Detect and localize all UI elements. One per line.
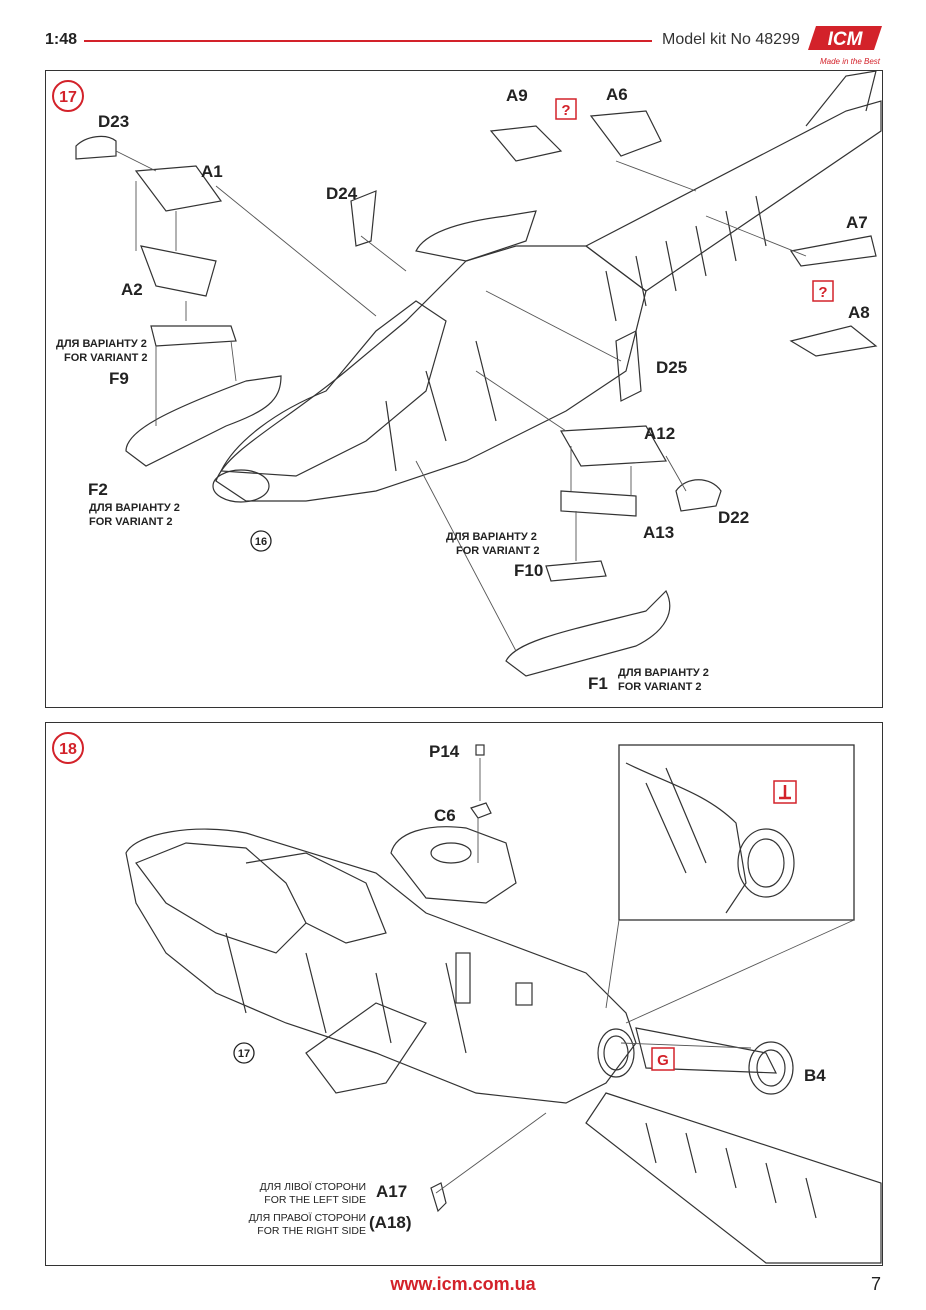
step-number: 17 bbox=[59, 89, 77, 106]
label-A13: A13 bbox=[643, 523, 674, 542]
right-side-ua: ДЛЯ ПРАВОЇ СТОРОНИ bbox=[249, 1212, 366, 1224]
engine-cowl bbox=[415, 210, 537, 262]
part-F2 bbox=[125, 375, 282, 467]
step-17-panel: 17 16 ? ? D23 A1 D24 A2 F9 F2 A9 A6 A7 A… bbox=[45, 70, 883, 708]
label-B4: B4 bbox=[804, 1066, 826, 1085]
fuselage-outline bbox=[125, 828, 637, 1104]
label-A2: A2 bbox=[121, 280, 143, 299]
part-P14 bbox=[475, 744, 485, 756]
ref-circle-text: 16 bbox=[255, 536, 267, 548]
label-A17: A17 bbox=[376, 1182, 407, 1201]
step-18-illustration: 18 17 G P14 C6 B4 A17 (A18) ДЛЯ ЛІВОЇ СТ… bbox=[52, 732, 882, 1264]
header-rule bbox=[84, 40, 652, 42]
part-A2 bbox=[140, 245, 217, 297]
page-number: 7 bbox=[871, 1274, 882, 1294]
label-P14: P14 bbox=[429, 742, 460, 761]
tail-boom bbox=[584, 100, 882, 292]
nose-cone bbox=[212, 469, 270, 503]
variant-note-ua: ДЛЯ ВАРІАНТУ 2 bbox=[446, 531, 537, 543]
part-D24 bbox=[350, 190, 377, 247]
cockpit-canopy bbox=[220, 300, 447, 477]
part-F10 bbox=[545, 560, 607, 582]
kit-number: Model kit No 48299 bbox=[662, 31, 800, 48]
paint-code-box bbox=[651, 1047, 675, 1071]
scale-label: 1:48 bbox=[45, 31, 78, 48]
stub-wing bbox=[305, 1002, 427, 1094]
paint-code: G bbox=[657, 1052, 669, 1069]
part-D22 bbox=[675, 479, 722, 512]
ref-circle bbox=[233, 1042, 255, 1064]
step-number-badge bbox=[52, 80, 84, 112]
label-C6: C6 bbox=[434, 806, 456, 825]
part-D25 bbox=[615, 330, 642, 402]
label-D25: D25 bbox=[656, 358, 687, 377]
label-A7: A7 bbox=[846, 213, 868, 232]
label-F10: F10 bbox=[514, 561, 543, 580]
ref-circle bbox=[250, 530, 272, 552]
part-A9 bbox=[489, 125, 563, 162]
variant-note-en: FOR VARIANT 2 bbox=[89, 516, 173, 528]
ref-circle-text: 17 bbox=[238, 1048, 250, 1060]
tail-fin bbox=[805, 71, 877, 127]
part-D23 bbox=[75, 135, 117, 160]
part-A17 bbox=[430, 1182, 447, 1213]
exhaust-ring bbox=[597, 1028, 635, 1078]
label-F1: F1 bbox=[588, 674, 608, 693]
step-number: 18 bbox=[59, 741, 77, 758]
vent-grille bbox=[455, 952, 471, 1004]
part-A7 bbox=[789, 235, 877, 267]
tail-boom bbox=[585, 1092, 882, 1264]
part-A13 bbox=[560, 490, 637, 517]
engine-cowl bbox=[390, 826, 517, 904]
label-F2: F2 bbox=[88, 480, 108, 499]
label-A9: A9 bbox=[506, 86, 528, 105]
label-A8: A8 bbox=[848, 303, 870, 322]
engine-intake bbox=[430, 842, 472, 864]
label-A6: A6 bbox=[606, 85, 628, 104]
part-A6 bbox=[589, 110, 662, 157]
detail-inset bbox=[618, 744, 855, 921]
inset-exhaust bbox=[737, 828, 795, 898]
label-D24: D24 bbox=[326, 184, 358, 203]
right-side-en: FOR THE RIGHT SIDE bbox=[257, 1225, 366, 1237]
label-D23: D23 bbox=[98, 112, 129, 131]
part-C6 bbox=[470, 802, 492, 819]
label-A1: A1 bbox=[201, 162, 223, 181]
question-box-a9 bbox=[555, 98, 577, 120]
part-A12 bbox=[559, 425, 668, 467]
fuselage-outline bbox=[215, 245, 647, 502]
part-B4-ring bbox=[748, 1041, 794, 1095]
step-17-illustration: 17 16 ? ? D23 A1 D24 A2 F9 F2 A9 A6 A7 A… bbox=[52, 71, 882, 693]
part-F9 bbox=[150, 325, 237, 347]
part-F1 bbox=[505, 589, 671, 677]
step-number-badge bbox=[52, 732, 84, 764]
variant-note-ua: ДЛЯ ВАРІАНТУ 2 bbox=[618, 667, 709, 679]
logo-text: ICM bbox=[828, 29, 864, 50]
part-A8 bbox=[789, 325, 878, 357]
label-D22: D22 bbox=[718, 508, 749, 527]
left-side-en: FOR THE LEFT SIDE bbox=[264, 1194, 366, 1206]
page-header: 1:48 Model kit No 48299 ICM Made in the … bbox=[0, 0, 926, 70]
question-box-a8 bbox=[812, 280, 834, 302]
label-F9: F9 bbox=[109, 369, 129, 388]
variant-note-en: FOR VARIANT 2 bbox=[618, 681, 702, 693]
variant-note-en: FOR VARIANT 2 bbox=[64, 352, 148, 364]
question-mark: ? bbox=[561, 102, 570, 119]
part-A1 bbox=[134, 165, 223, 212]
question-mark: ? bbox=[818, 284, 827, 301]
label-A18: (A18) bbox=[369, 1213, 412, 1232]
side-window bbox=[515, 982, 533, 1006]
variant-note-ua: ДЛЯ ВАРІАНТУ 2 bbox=[89, 502, 180, 514]
variant-note-ua: ДЛЯ ВАРІАНТУ 2 bbox=[56, 338, 147, 350]
variant-note-en: FOR VARIANT 2 bbox=[456, 545, 540, 557]
footer-url[interactable]: www.icm.com.ua bbox=[390, 1274, 536, 1294]
part-B4 bbox=[635, 1027, 777, 1074]
cockpit-open bbox=[135, 842, 307, 954]
logo-tagline: Made in the Best bbox=[820, 57, 881, 66]
icm-logo: ICM Made in the Best bbox=[808, 26, 882, 66]
left-side-ua: ДЛЯ ЛІВОЇ СТОРОНИ bbox=[260, 1181, 366, 1193]
label-A12: A12 bbox=[644, 424, 675, 443]
step-18-panel: 18 17 G P14 C6 B4 A17 (A18) ДЛЯ ЛІВОЇ СТ… bbox=[45, 722, 883, 1266]
